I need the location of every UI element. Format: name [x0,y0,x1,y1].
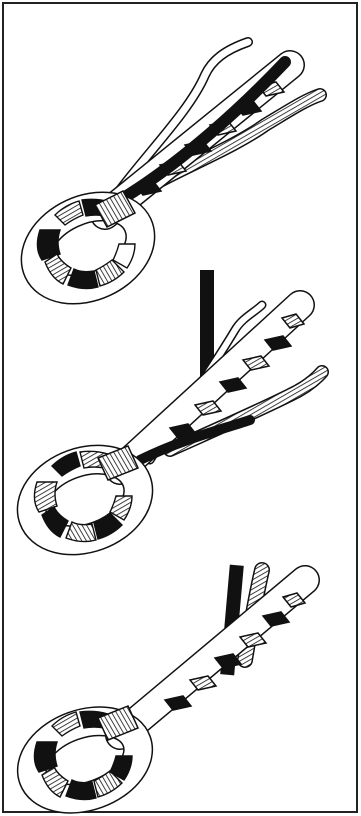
eye-splice-diagram [0,0,361,816]
splice-illustration-frame [0,0,361,816]
